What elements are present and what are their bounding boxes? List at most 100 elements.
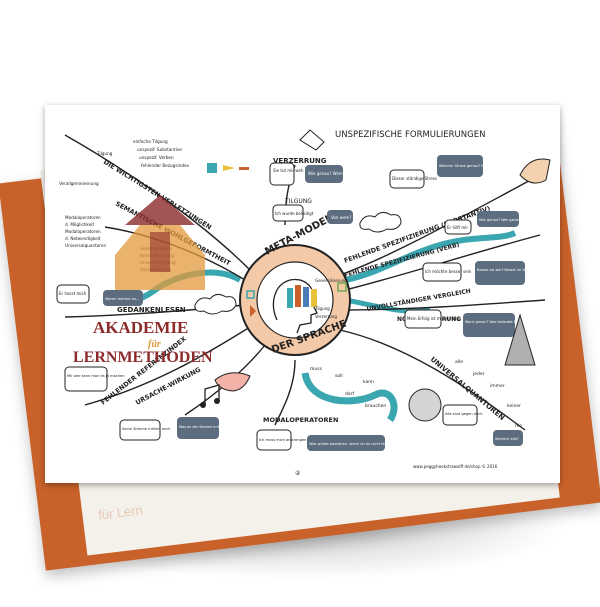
- music-note-icon: [204, 384, 220, 405]
- branch-line-wichtigsten: [64, 134, 251, 271]
- center-tag-generalisierung: Generalisierung: [315, 278, 347, 283]
- page-number: ②: [295, 470, 301, 477]
- word-darf: darf: [345, 391, 354, 397]
- bubble-text-1: Sie tut mir weh: [273, 168, 304, 173]
- note-einfache-tilgung: einfache Tilgung: [133, 139, 168, 144]
- bubble-alle-gegen: [442, 404, 478, 426]
- arrow-icon: [223, 165, 235, 171]
- word-nie: nie: [515, 423, 522, 429]
- note-fehlender-bezug: fehlender Bezugsindex: [141, 163, 190, 168]
- bubble-text-12: Worin genau? Was bedeutet Erfolg für dic…: [465, 320, 540, 324]
- bubble-was-an-der-stimme: [177, 417, 219, 439]
- branch-line-modal: [274, 359, 296, 426]
- bubble-text-14: Woran merkst du...: [105, 297, 139, 301]
- note-notwendigkeit: d. Notwendigkeit: [65, 236, 101, 241]
- bubble-text-2: Wie genau? Womit?: [308, 171, 348, 176]
- mountain-icon: [504, 313, 536, 366]
- bubble-text-19: Was würde passieren, wenn du es nicht tä…: [309, 442, 394, 446]
- label-unspezifisch: UNSPEZIFISCHE FORMULIERUNGEN: [335, 130, 485, 140]
- bubble-text-9: Ich möchte besser sein: [425, 269, 472, 274]
- branch-line-unvollstaendig: [344, 299, 546, 311]
- filter-blue: [303, 287, 309, 307]
- cloud-left: [194, 293, 237, 315]
- bubble-erfolg: [404, 309, 442, 329]
- bubble-text-3: Ich wurde beleidigt: [275, 211, 314, 216]
- bubble-text-5: Dieser ständige Stress: [392, 176, 437, 181]
- word-immer: immer: [490, 383, 505, 389]
- bubble-er-hilft: [444, 219, 472, 235]
- word-muss: muss: [310, 367, 323, 372]
- note-head-2: [214, 398, 220, 404]
- note-modal-2: Modaloperatoren: [65, 229, 101, 234]
- label-tilgung: TILGUNG: [284, 198, 312, 205]
- speech-bubbles: Sie tut mir weh Wie genau? Womit? Ich wu…: [56, 155, 554, 451]
- word-keiner: keiner: [507, 403, 521, 409]
- bubble-besser-als: [475, 261, 525, 285]
- teal-ribbon-right: [344, 230, 517, 283]
- note-universalquantoren: Universalquantoren: [65, 243, 107, 248]
- center-tag-tilgung: Tilgung: [314, 306, 330, 311]
- triangle-icon: [250, 305, 256, 317]
- bubble-kann-man: [64, 366, 108, 392]
- lips-icon: [214, 372, 251, 392]
- minus-icon: [239, 167, 249, 170]
- boulder-icon: [408, 388, 442, 422]
- center-tag-verzerrung: Verzerrung: [315, 314, 337, 319]
- bubble-worin-genau: [463, 313, 515, 337]
- bubble-wie-genau: [305, 165, 343, 183]
- logo-shape-column: [150, 232, 170, 272]
- note-unspezif-verben: unspezif. Verben: [139, 155, 174, 160]
- bubble-text-13: Er hasst mich: [59, 291, 87, 296]
- filter-yellow: [311, 289, 317, 307]
- bubble-text-6: Welcher Stress genau? Wie ständig?: [439, 164, 504, 168]
- label-gedanken: GEDANKENLESEN: [117, 306, 186, 314]
- bubble-was-wuerde: [307, 435, 385, 451]
- label-verzerrung: VERZERRUNG: [273, 157, 327, 165]
- footer-url: www.peggyhoekstrawolff.de/shop © 2016: [413, 464, 498, 469]
- branch-line-universal: [339, 329, 526, 431]
- mindmap-card: META-MODELL DER SPRACHE Generalisierung …: [45, 105, 560, 483]
- bubble-muss-mich: [256, 429, 292, 451]
- branch-line-fehlende-subst: [339, 174, 541, 276]
- bubble-text-16: Seine Stimme irritiert mich: [122, 427, 170, 431]
- bubble-besser-sein: [422, 262, 462, 282]
- logo-shape-roof: [125, 195, 195, 225]
- spiderweb-icon: [299, 129, 325, 151]
- bubble-beleidigt: [272, 204, 304, 222]
- bubble-text-20: Alle sind gegen mich: [445, 412, 483, 416]
- logo-line-2: für: [148, 339, 161, 350]
- filter-teal: [287, 288, 293, 308]
- bubble-text-8: Wie genau? Wer genau?: [479, 218, 523, 222]
- word-soll: soll: [335, 373, 343, 379]
- cloud-right: [359, 211, 402, 233]
- square-icon: [246, 290, 255, 299]
- word-alle: alle: [455, 359, 463, 365]
- note-moeglichkeit: d. Möglichkeit: [65, 222, 94, 227]
- bubble-text-18: Ich muss mich anstrengen: [259, 438, 306, 442]
- logo-line-3: LERNMETHODEN: [73, 349, 213, 366]
- bubble-text-10: Besser als wer? Besser im Vergleich zu w…: [477, 268, 554, 272]
- teal-ribbon-bottom: [301, 372, 398, 422]
- word-brauchen: brauchen: [365, 403, 386, 409]
- bubble-stress: [389, 169, 425, 189]
- bubble-text-7: Er hilft mir: [447, 225, 468, 230]
- filter-orange: [295, 285, 301, 307]
- bubble-text-15: Mir war kann man es ja machen: [67, 374, 125, 378]
- label-modal: MODALOPERATOREN: [263, 416, 338, 424]
- note-head-1: [200, 402, 206, 408]
- note-modal-1: Modaloperatoren: [65, 215, 101, 220]
- bubble-woran: [103, 290, 143, 306]
- bubble-hasst: [56, 284, 90, 304]
- plus-icon: [207, 163, 217, 173]
- note-unspezif-substantive: unspezif. Substantive: [137, 147, 182, 152]
- hand-icon: [519, 158, 551, 184]
- bubble-text-11: Mein Erfolg ist mir wichtig: [407, 316, 460, 321]
- branch-line-referenz: [84, 326, 251, 406]
- bubble-von-wem: [327, 210, 353, 224]
- small-square-icon: [337, 282, 347, 292]
- bubble-text-21: Wirklich alle?: [495, 437, 519, 441]
- word-jeder: jeder: [472, 371, 485, 377]
- bubble-text-4: Von wem?: [331, 215, 351, 220]
